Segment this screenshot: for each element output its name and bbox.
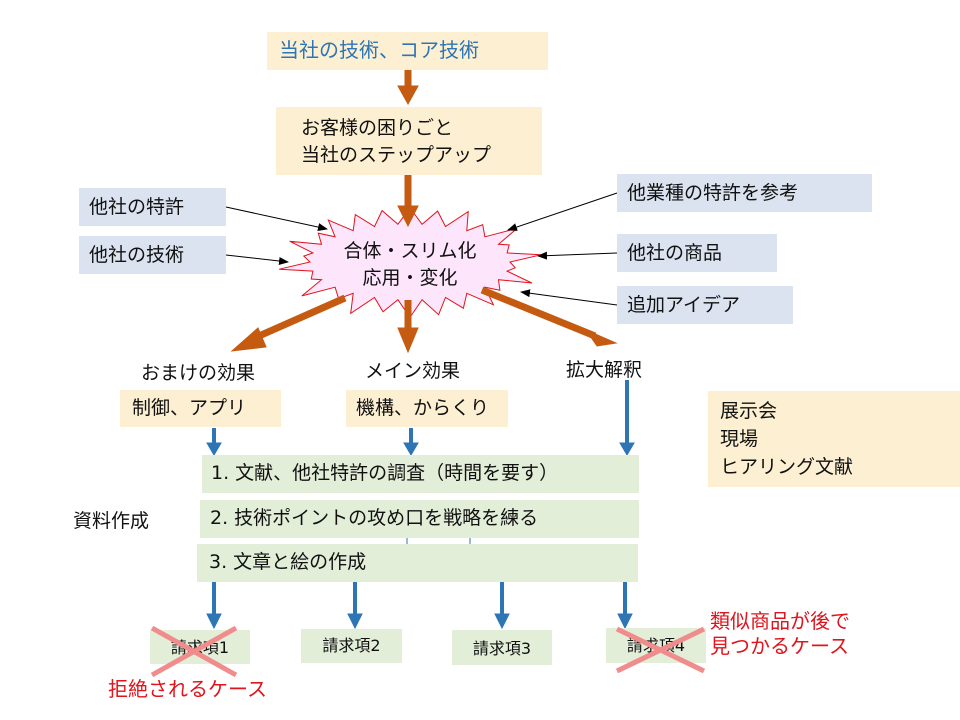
similar-product-note: 類似商品が後で 見つかるケース	[710, 609, 850, 659]
bonus-effect-title: おまけの効果	[141, 362, 256, 384]
step-2: 2. 技術ポイントの攻め口を戦略を練る	[200, 500, 639, 538]
main-effect-title: メイン効果	[365, 360, 461, 382]
material-creation-label: 資料作成	[73, 510, 150, 532]
input-other-industry-patent-label: 他業種の特許を参考	[627, 182, 799, 204]
arrow-center-to-broad-head	[584, 328, 618, 347]
main-effect-detail: 機構、からくり	[346, 390, 508, 427]
bonus-effect-detail-label: 制御、アプリ	[132, 397, 247, 419]
arrow-tech-in	[225, 254, 289, 265]
orange-arrows	[230, 70, 618, 354]
input-other-tech-label: 他社の技術	[89, 244, 185, 266]
core-tech-label: 当社の技術、コア技術	[279, 38, 479, 62]
arrow-idea-in	[520, 289, 618, 306]
input-additional-idea-label: 追加アイデア	[627, 294, 741, 316]
input-arrows	[225, 192, 618, 306]
arrow-patent-in	[225, 206, 328, 231]
main-effect-detail-label: 機構、からくり	[356, 397, 490, 419]
source-hearing: ヒアリング文献	[720, 456, 854, 478]
claim-1-label: 請求項1	[170, 638, 230, 657]
sources-box: 展示会 現場 ヒアリング文献	[708, 391, 960, 487]
arrow-customer-to-center-head	[397, 205, 419, 228]
claim-3: 請求項3	[452, 630, 552, 665]
step-2-label: 2. 技術ポイントの攻め口を戦略を練る	[210, 507, 539, 529]
input-other-patent: 他社の特許	[79, 188, 226, 226]
arrow-center-to-broad	[480, 286, 597, 340]
input-other-product-label: 他社の商品	[627, 242, 723, 264]
rejection-case-note: 拒絶されるケース	[108, 677, 267, 701]
center-line2: 応用・変化	[362, 267, 458, 289]
broad-interpretation-title: 拡大解釈	[566, 359, 643, 381]
bonus-effect-detail: 制御、アプリ	[120, 390, 281, 427]
arrow-product-in	[537, 251, 618, 260]
similar-product-line1: 類似商品が後で	[710, 609, 850, 633]
claim-4: 請求項4	[606, 628, 706, 663]
blue-arrows	[206, 380, 635, 630]
claim-4-label: 請求項4	[626, 636, 686, 655]
customer-box: お客様の困りごと 当社のステップアップ	[276, 107, 542, 175]
step-3-label: 3. 文章と絵の作成	[209, 551, 367, 573]
center-line1: 合体・スリム化	[343, 240, 477, 262]
source-exhibition: 展示会	[720, 400, 778, 422]
input-other-industry-patent: 他業種の特許を参考	[617, 174, 872, 212]
arrow-center-to-bonus	[248, 294, 347, 344]
input-additional-idea: 追加アイデア	[617, 286, 793, 324]
step-3: 3. 文章と絵の作成	[197, 544, 638, 582]
arrow-center-to-bonus-head	[230, 327, 267, 352]
input-other-patent-label: 他社の特許	[89, 196, 185, 218]
arrow-core-to-customer-head	[397, 85, 419, 106]
core-tech-box: 当社の技術、コア技術	[267, 32, 548, 70]
arrow-other-industry-in	[507, 192, 618, 231]
step-1: 1. 文献、他社特許の調査（時間を要す）	[202, 455, 639, 493]
input-other-tech: 他社の技術	[79, 236, 226, 274]
input-other-product: 他社の商品	[617, 234, 777, 272]
arrow-center-to-main-head	[397, 327, 419, 354]
claim-2: 請求項2	[301, 629, 402, 663]
claim-2-label: 請求項2	[322, 636, 381, 655]
source-field: 現場	[720, 428, 759, 450]
customer-line1: お客様の困りごと	[301, 117, 454, 139]
claim-3-label: 請求項3	[472, 639, 532, 658]
center-text: 合体・スリム化 応用・変化	[330, 238, 490, 292]
similar-product-line2: 見つかるケース	[710, 634, 849, 658]
claim-1: 請求項1	[150, 630, 250, 664]
step-1-label: 1. 文献、他社特許の調査（時間を要す）	[211, 462, 559, 484]
customer-line2: 当社のステップアップ	[301, 144, 492, 166]
